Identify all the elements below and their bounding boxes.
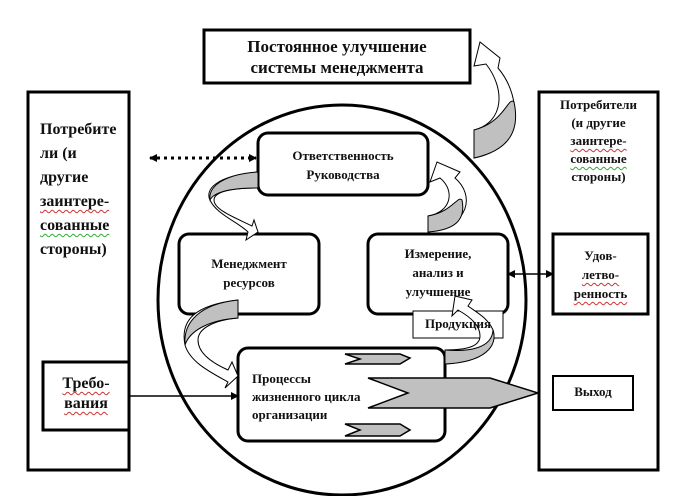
text-line: анализ и xyxy=(412,265,464,280)
text-line: летво- xyxy=(581,267,620,282)
text-line: (и другие xyxy=(571,115,626,130)
process-chevron-small-bottom xyxy=(344,423,412,437)
text-line: ресурсов xyxy=(223,275,275,290)
text-line: заинтере- xyxy=(40,193,110,210)
title-box xyxy=(202,28,472,85)
text-line: Требо- xyxy=(62,375,110,392)
management-cycle-circle xyxy=(156,103,528,496)
text-line: Руководства xyxy=(306,167,380,182)
text-line: Продукция xyxy=(424,316,492,331)
measurement-to-responsibility-arrow xyxy=(427,161,467,233)
product-label: Продукция xyxy=(413,316,503,332)
title-line: Постоянное улучшение xyxy=(247,37,427,56)
text-line: сованные xyxy=(570,151,627,166)
measurement-label: Измерение, анализ и улучшение xyxy=(368,244,508,301)
text-line: ли (и xyxy=(40,145,77,162)
text-line: Выход xyxy=(574,384,612,399)
text-line: Потребители xyxy=(560,97,637,112)
title-line: системы менеджмента xyxy=(250,58,424,78)
responsibility-to-resources-arrow xyxy=(208,171,259,242)
text-line: Ответственность xyxy=(292,148,394,163)
text-line: Процессы xyxy=(252,371,311,386)
requirements-label: Требо- вания xyxy=(43,374,129,414)
text-line: стороны) xyxy=(40,241,107,258)
responsibility-box xyxy=(256,131,430,197)
processes-label: Процессы жизненного цикла организации xyxy=(252,370,422,424)
requirements-box xyxy=(41,360,131,432)
output-label: Выход xyxy=(553,384,633,400)
text-line: улучшение xyxy=(405,284,471,299)
processes-to-measurement-arrow xyxy=(444,295,495,365)
improvement-curved-arrow xyxy=(473,41,517,159)
resources-to-processes-arrow xyxy=(183,299,239,389)
text-line: Удов- xyxy=(584,248,617,263)
text-line: заинтере- xyxy=(570,133,627,148)
output-box xyxy=(552,375,634,411)
text-line: Потребите xyxy=(40,121,117,138)
text-line: ренность xyxy=(573,286,628,301)
text-line: стороны) xyxy=(571,169,626,184)
text-line: Менеджмент xyxy=(211,256,287,271)
text-line: вания xyxy=(64,395,108,412)
satisfaction-label: Удов- летво- ренность xyxy=(553,246,648,303)
process-chevron-small-top xyxy=(344,353,412,365)
process-chevron-large xyxy=(367,377,541,409)
text-line: Измерение, xyxy=(404,246,472,261)
text-line: жизненного цикла xyxy=(252,389,361,404)
text-line: организации xyxy=(252,407,328,422)
right-stakeholders-label: Потребители (и другие заинтере- сованные… xyxy=(539,96,658,186)
title-label: Постоянное улучшение системы менеджмента xyxy=(204,36,470,79)
responsibility-label: Ответственность Руководства xyxy=(258,146,428,184)
text-line: сованные xyxy=(40,217,110,234)
resources-label: Менеджмент ресурсов xyxy=(179,254,319,292)
left-stakeholders-label: Потребите ли (и другие заинтере- сованны… xyxy=(40,118,130,262)
text-line: другие xyxy=(40,169,89,186)
